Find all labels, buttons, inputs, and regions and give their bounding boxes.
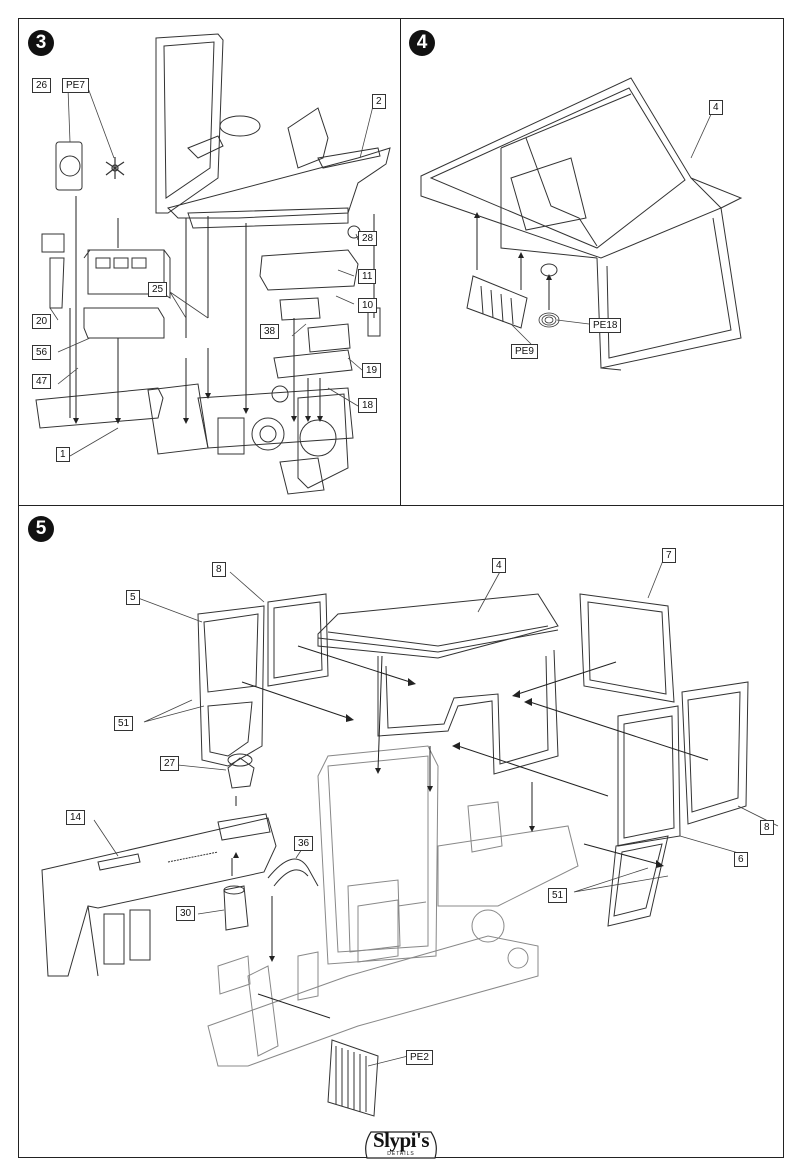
callout-7: 7 xyxy=(662,548,676,563)
step-4-panel: 4 4 xyxy=(401,18,784,506)
callout-51-right: 51 xyxy=(548,888,568,903)
callout-8-right: 8 xyxy=(760,820,774,835)
radiator-grille-pe2-part xyxy=(327,1039,379,1117)
dashboard-part xyxy=(41,813,277,977)
step-number: 3 xyxy=(28,30,54,56)
callout-1: 1 xyxy=(56,447,70,462)
step-4-exploded-drawing xyxy=(420,77,743,371)
callout-14: 14 xyxy=(66,810,86,825)
callout-pe2: PE2 xyxy=(406,1050,433,1065)
cab-shell-part xyxy=(155,33,391,229)
callout-20: 20 xyxy=(32,314,52,329)
callout-28: 28 xyxy=(358,231,378,246)
callout-pe18: PE18 xyxy=(589,318,622,333)
callout-51-left: 51 xyxy=(114,716,134,731)
callout-19: 19 xyxy=(362,363,382,378)
left-door-part xyxy=(197,605,265,767)
step-number: 5 xyxy=(28,516,54,542)
callout-36: 36 xyxy=(294,836,314,851)
callout-47: 47 xyxy=(32,374,52,389)
brand-tagline: DETAILS xyxy=(387,1151,415,1157)
callout-25: 25 xyxy=(148,282,168,297)
callout-26: 26 xyxy=(32,78,52,93)
grille-pe9-part xyxy=(466,275,528,329)
callout-pe9: PE9 xyxy=(511,344,538,359)
callout-2: 2 xyxy=(372,94,386,109)
step-3-panel: 3 xyxy=(18,18,401,506)
callout-38: 38 xyxy=(260,324,280,339)
callout-27: 27 xyxy=(160,756,180,771)
callout-10: 10 xyxy=(358,298,378,313)
callout-6: 6 xyxy=(734,852,748,867)
step-number: 4 xyxy=(409,30,435,56)
brand-logo: Slypi's DETAILS xyxy=(363,1126,439,1160)
callout-5: 5 xyxy=(126,590,140,605)
step-5-exploded-drawing xyxy=(41,557,779,1117)
chassis-frame-part xyxy=(35,383,354,495)
brand-name: Slypi's xyxy=(372,1128,430,1152)
callout-pe7: PE7 xyxy=(62,78,89,93)
step-5-panel: 5 xyxy=(18,506,784,1158)
roof-part xyxy=(317,593,559,659)
callout-11: 11 xyxy=(358,269,377,284)
callout-4: 4 xyxy=(492,558,506,573)
callout-56: 56 xyxy=(32,345,52,360)
step-3-exploded-drawing xyxy=(35,33,391,495)
logo-banner-shape xyxy=(365,1131,437,1159)
callout-8-left: 8 xyxy=(212,562,226,577)
callout-4: 4 xyxy=(709,100,723,115)
callout-18: 18 xyxy=(358,398,378,413)
callout-30: 30 xyxy=(176,906,196,921)
